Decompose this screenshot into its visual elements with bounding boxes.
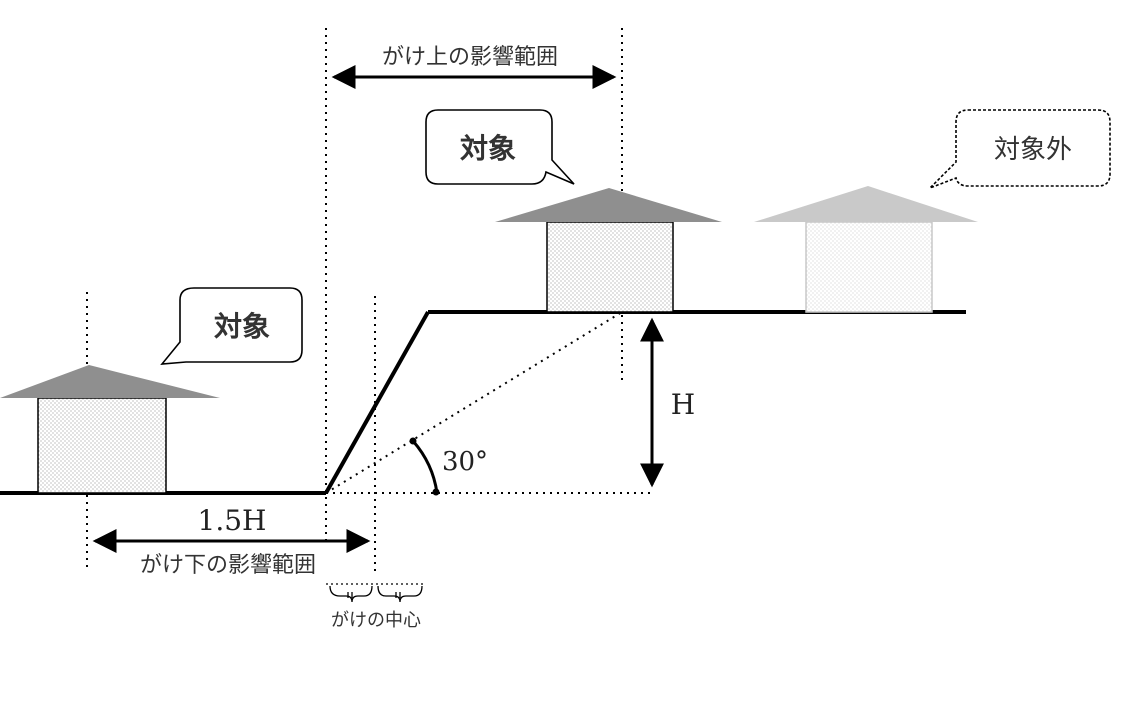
distance-label: 1.5H	[198, 504, 267, 537]
guide-lines	[86, 28, 655, 575]
bubble-target-lower-shape	[160, 287, 303, 365]
upper-range-label: がけ上の影響範囲	[382, 45, 558, 70]
house-upper-nontarget-roof	[754, 186, 978, 222]
angle-arc	[411, 440, 439, 494]
house-lower-wall	[37, 397, 167, 494]
angle-line	[325, 311, 623, 494]
house-lower	[0, 365, 220, 494]
house-upper-nontarget	[754, 186, 978, 313]
bubble-target-upper-text: 対象	[460, 132, 516, 165]
house-upper-target	[495, 188, 722, 313]
bubble-non-target: 対象外	[929, 109, 1111, 189]
dimension-arrows	[92, 65, 664, 553]
cliff-slope	[324, 311, 430, 494]
cliff-center-label: がけの中心	[331, 610, 421, 631]
angle-arc-start-dot	[409, 437, 417, 445]
bubble-target-lower: 対象	[160, 287, 303, 365]
bubble-target-upper: 対象	[425, 109, 575, 185]
house-upper-nontarget-wall	[805, 221, 933, 313]
height-label: H	[671, 388, 695, 421]
brace-right	[377, 585, 423, 603]
house-upper-target-roof	[495, 188, 722, 222]
angle-label: 30°	[442, 447, 488, 477]
house-lower-roof	[0, 365, 220, 398]
brace-left	[329, 585, 373, 603]
bubble-target-upper-shape	[425, 109, 575, 185]
cliff-center-braces	[326, 583, 426, 603]
bubble-non-target-text: 対象外	[994, 135, 1072, 165]
angle-arc-end-dot	[432, 488, 440, 496]
bubble-target-lower-text: 対象	[214, 310, 270, 343]
bubble-non-target-shape	[929, 109, 1111, 189]
house-upper-target-wall	[546, 221, 674, 313]
lower-range-label: がけ下の影響範囲	[140, 553, 316, 578]
